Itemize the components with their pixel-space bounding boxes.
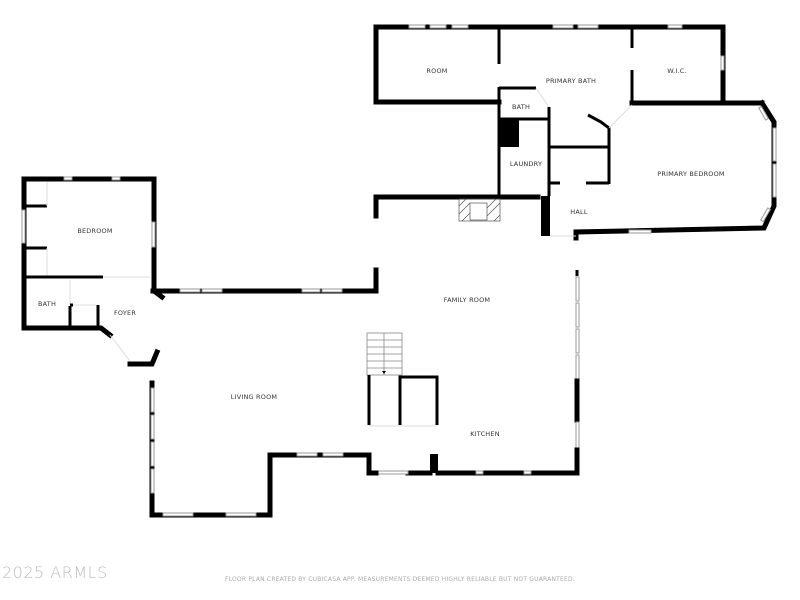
room-label-kitchen: KITCHEN: [470, 430, 500, 438]
primary-bedroom-walls: [573, 99, 777, 241]
disclaimer-text: FLOOR PLAN CREATED BY CUBICASA APP. MEAS…: [225, 576, 575, 583]
room-label-living-room: LIVING ROOM: [231, 393, 277, 401]
room-label-bedroom: BEDROOM: [77, 227, 112, 235]
left-wing-walls: [21, 176, 166, 362]
room-label-bath-upper: BATH: [512, 103, 530, 111]
upper-wing-walls: [373, 24, 765, 196]
copyright-watermark: 2025 ARMLS: [2, 563, 108, 582]
room-label-laundry: LAUNDRY: [510, 160, 542, 168]
living-room-walls: [127, 288, 372, 518]
fireplace: [458, 198, 501, 222]
room-label-primary-bath: PRIMARY BATH: [546, 77, 596, 85]
room-label-hall: HALL: [570, 208, 588, 216]
room-label-room: ROOM: [426, 67, 447, 75]
family-room-walls: [333, 194, 580, 476]
room-label-primary-bedroom: PRIMARY BEDROOM: [657, 170, 724, 178]
room-label-bath-lower: BATH: [38, 300, 56, 308]
stairs: [366, 332, 439, 427]
room-label-wic: W.I.C.: [667, 67, 687, 75]
room-label-family-room: FAMILY ROOM: [444, 296, 490, 304]
room-labels: ROOM PRIMARY BATH W.I.C. BATH LAUNDRY PR…: [38, 67, 725, 438]
room-label-foyer: FOYER: [114, 309, 136, 317]
